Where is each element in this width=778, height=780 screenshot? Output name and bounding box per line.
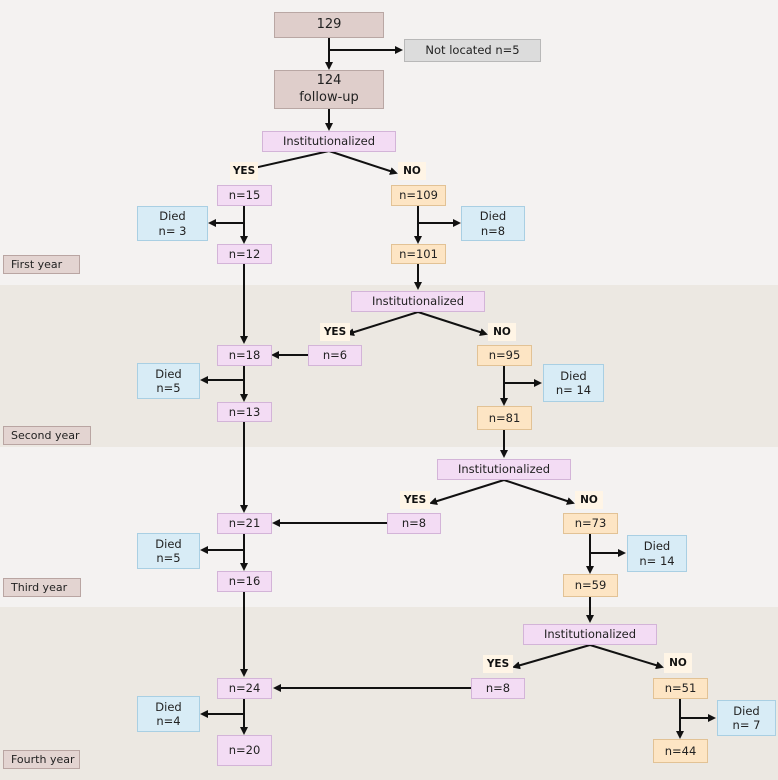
y4-no-count: n=51 [653,678,708,699]
y2-yes-died: Died n=5 [137,363,200,399]
y4-yes-total: n=24 [217,678,272,699]
y3-no-count: n=73 [563,513,618,534]
yes-label-1: YES [230,162,258,180]
not-located-box: Not located n=5 [404,39,541,62]
y3-no-died: Died n= 14 [627,535,687,572]
y1-no-remaining: n=101 [391,244,446,264]
y2-yes-total: n=18 [217,345,272,366]
no-label-2: NO [488,323,516,341]
y2-no-died: Died n= 14 [543,364,604,402]
total-sample-box: 129 [274,12,384,38]
institutionalized-decision-4: Institutionalized [523,624,657,645]
y3-yes-remaining: n=16 [217,571,272,592]
y1-no-died: Died n=8 [461,206,525,241]
yes-label-4: YES [483,655,513,673]
y3-new-institutionalized: n=8 [387,513,441,534]
y4-yes-died: Died n=4 [137,696,200,732]
y3-yes-died: Died n=5 [137,533,200,569]
institutionalized-decision-3: Institutionalized [437,459,571,480]
no-label-4: NO [664,653,692,673]
y3-yes-total: n=21 [217,513,272,534]
second-year-band [0,285,778,447]
no-label-1: NO [398,162,426,180]
yes-label-3: YES [400,491,430,509]
y1-yes-count: n=15 [217,185,272,206]
y3-no-remaining: n=59 [563,574,618,597]
y2-no-remaining: n=81 [477,406,532,430]
year-label-fourth: Fourth year [3,750,80,769]
y2-no-count: n=95 [477,345,532,366]
y4-yes-remaining: n=20 [217,735,272,766]
y1-no-count: n=109 [391,185,446,206]
yes-label-2: YES [320,323,350,341]
year-label-first: First year [3,255,80,274]
y4-new-institutionalized: n=8 [471,678,525,699]
institutionalized-decision-1: Institutionalized [262,131,396,152]
y1-yes-remaining: n=12 [217,244,272,264]
no-label-3: NO [575,491,603,509]
y4-no-remaining: n=44 [653,739,708,763]
y2-new-institutionalized: n=6 [308,345,362,366]
year-label-second: Second year [3,426,91,445]
y2-yes-remaining: n=13 [217,402,272,422]
y1-yes-died: Died n= 3 [137,206,208,241]
followup-box: 124 follow-up [274,70,384,109]
y4-no-died: Died n= 7 [717,700,776,736]
year-label-third: Third year [3,578,81,597]
institutionalized-decision-2: Institutionalized [351,291,485,312]
